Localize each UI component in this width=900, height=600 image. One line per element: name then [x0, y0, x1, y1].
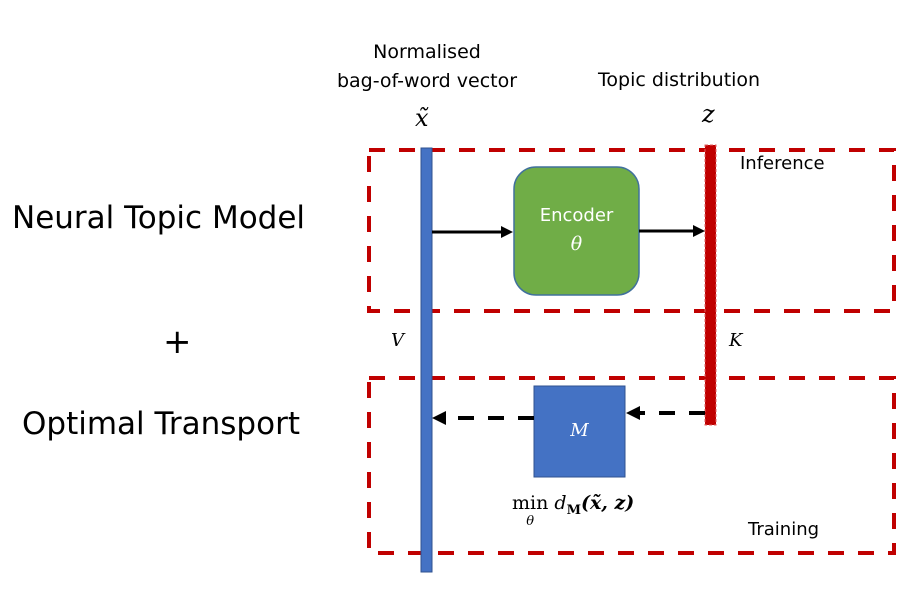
- min-text: min: [512, 492, 549, 514]
- inference-region: [367, 148, 896, 313]
- arrowhead-matrix-to-bow: [432, 411, 446, 425]
- training-region: [367, 376, 896, 555]
- bow-vector-title-line2: bag-of-word vector: [336, 70, 518, 92]
- min-operator: min θ: [512, 492, 548, 536]
- bow-vector-symbol: x̃: [415, 104, 429, 132]
- inference-label: Inference: [740, 153, 825, 174]
- distance-func: d: [554, 492, 567, 514]
- arrowhead-bow-to-encoder: [501, 226, 513, 238]
- topic-vector-bar: [705, 145, 716, 425]
- num-topics-label: K: [729, 330, 743, 351]
- bow-vector-bar: [420, 147, 433, 573]
- topic-symbol: z: [702, 100, 715, 128]
- arrowhead-encoder-to-topic: [693, 225, 705, 237]
- encoder-box: [513, 166, 640, 296]
- vocab-size-label: V: [391, 330, 404, 351]
- neural-topic-model-label: Neural Topic Model: [12, 200, 306, 236]
- optimal-transport-label: Optimal Transport: [22, 406, 300, 442]
- distance-args: (x̃, z): [580, 492, 635, 514]
- cost-matrix-box: [533, 385, 626, 478]
- bow-vector-title: Normalised bag-of-word vector: [300, 38, 554, 96]
- arrowhead-topic-to-matrix: [626, 406, 640, 420]
- distance-subscript: M: [566, 502, 581, 518]
- topic-vector-bar-outline: [704, 144, 717, 426]
- plus-sign: +: [163, 322, 192, 362]
- min-subscript: θ: [526, 514, 535, 529]
- cost-matrix-label: M: [570, 420, 589, 441]
- training-label: Training: [748, 519, 820, 540]
- encoder-label: Encoder: [539, 205, 614, 226]
- encoder-param: θ: [570, 233, 583, 255]
- topic-distribution-title: Topic distribution: [598, 69, 761, 91]
- ot-objective: min θ dM(x̃, z): [512, 492, 634, 536]
- bow-vector-title-line1: Normalised: [373, 41, 481, 63]
